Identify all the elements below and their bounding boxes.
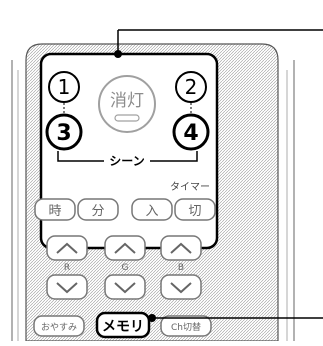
scene-button-2[interactable]: 2 — [175, 71, 207, 103]
svg-text:Ch切替: Ch切替 — [171, 321, 201, 333]
svg-text:切: 切 — [188, 204, 201, 219]
scene-button-4[interactable]: 4 — [172, 113, 210, 151]
scene-button-1[interactable]: 1 — [48, 71, 80, 103]
g-down-button[interactable] — [104, 274, 146, 300]
svg-text:1: 1 — [58, 75, 71, 99]
svg-text:おやすみ: おやすみ — [41, 322, 77, 333]
svg-text:3: 3 — [56, 121, 71, 146]
svg-text:G: G — [122, 263, 129, 273]
svg-text:消灯: 消灯 — [110, 91, 144, 111]
timer-off-button[interactable]: 切 — [174, 198, 216, 221]
svg-text:時: 時 — [48, 204, 61, 219]
timer-label: タイマー — [170, 181, 210, 193]
memory-button[interactable]: メモリ — [95, 311, 151, 339]
scene-button-3[interactable]: 3 — [45, 113, 83, 151]
scene-label: シーン — [109, 154, 144, 168]
b-up-button[interactable] — [160, 235, 202, 261]
arrow-group-g: G — [104, 235, 146, 300]
channel-switch-button[interactable]: Ch切替 — [160, 315, 212, 337]
off-button[interactable]: 消灯 — [98, 75, 156, 133]
timer-on-button[interactable]: 入 — [131, 198, 173, 221]
svg-text:2: 2 — [185, 75, 198, 99]
svg-text:分: 分 — [91, 204, 104, 219]
svg-text:B: B — [178, 263, 184, 273]
callout-line-top — [114, 29, 323, 58]
g-up-button[interactable] — [104, 235, 146, 261]
b-down-button[interactable] — [160, 274, 202, 300]
svg-text:4: 4 — [183, 121, 198, 146]
minute-button[interactable]: 分 — [77, 198, 119, 221]
hour-button[interactable]: 時 — [34, 198, 76, 221]
svg-text:入: 入 — [145, 204, 158, 219]
sleep-button[interactable]: おやすみ — [33, 315, 85, 337]
svg-text:R: R — [64, 263, 70, 273]
arrow-group-r: R — [46, 235, 88, 300]
scene-bracket: シーン — [57, 151, 198, 168]
arrow-group-b: B — [160, 235, 202, 300]
r-down-button[interactable] — [46, 274, 88, 300]
callout-line-bottom — [148, 314, 323, 322]
r-up-button[interactable] — [46, 235, 88, 261]
svg-text:メモリ: メモリ — [102, 319, 144, 335]
